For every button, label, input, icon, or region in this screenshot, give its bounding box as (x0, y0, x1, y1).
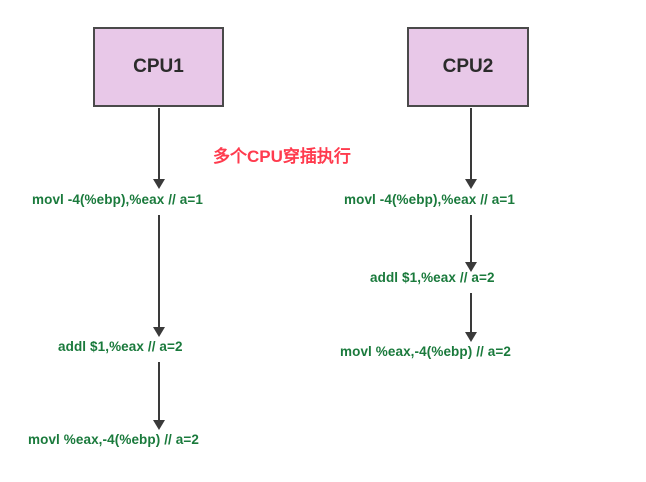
arrow-right-step1-to-step2 (470, 215, 472, 263)
cpu1-label: CPU1 (133, 56, 184, 77)
arrow-cpu1-to-step1 (158, 108, 160, 180)
left-instruction-1: movl -4(%ebp),%eax // a=1 (32, 192, 203, 207)
left-instruction-3: movl %eax,-4(%ebp) // a=2 (28, 432, 199, 447)
right-instruction-1: movl -4(%ebp),%eax // a=1 (344, 192, 515, 207)
arrow-left-step2-to-step3 (158, 362, 160, 421)
arrow-cpu2-to-step1 (470, 108, 472, 180)
interleaved-execution-banner: 多个CPU穿插执行 (213, 147, 351, 166)
cpu1-node: CPU1 (93, 27, 224, 107)
arrow-left-step1-to-step2 (158, 215, 160, 328)
arrow-right-step2-to-step3 (470, 293, 472, 333)
left-instruction-2: addl $1,%eax // a=2 (58, 339, 183, 354)
right-instruction-3: movl %eax,-4(%ebp) // a=2 (340, 344, 511, 359)
cpu2-node: CPU2 (407, 27, 529, 107)
right-instruction-2: addl $1,%eax // a=2 (370, 270, 495, 285)
cpu2-label: CPU2 (442, 56, 494, 77)
